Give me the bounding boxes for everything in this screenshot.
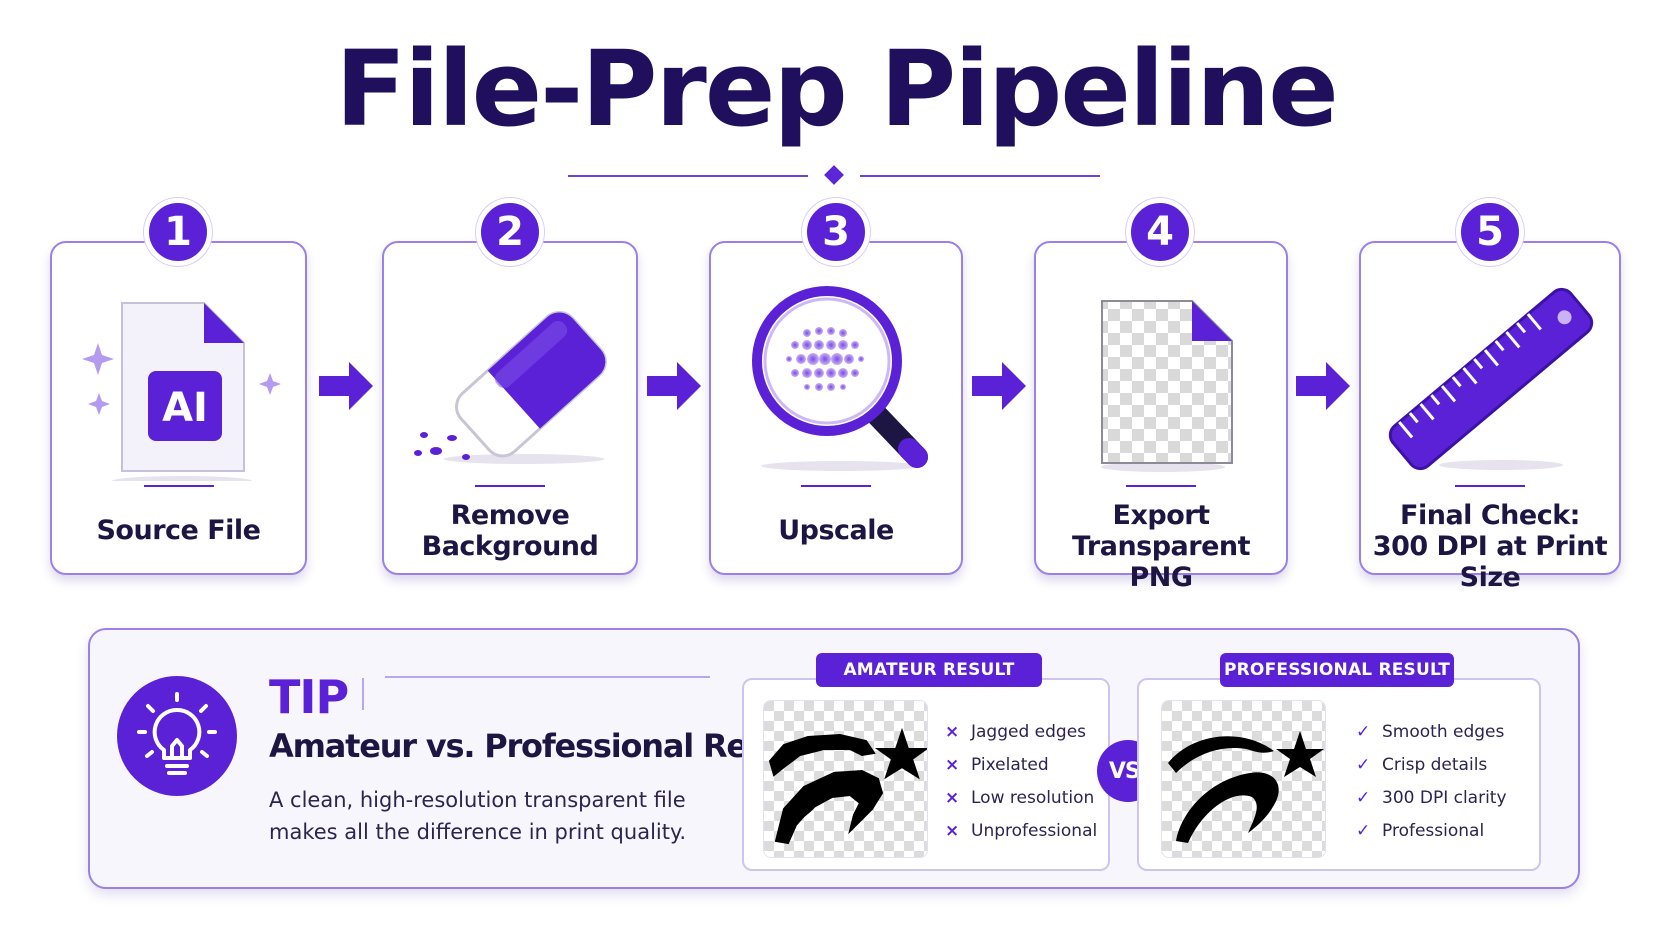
- step-rule: [475, 485, 545, 487]
- step-rule: [143, 485, 214, 487]
- ai-file-text: AI: [162, 385, 208, 431]
- step-card-export-transparent-png: Export Transparent PNG: [1034, 241, 1288, 593]
- amateur-feature-list: ×Jagged edges ×Pixelated ×Low resolution…: [945, 715, 1097, 847]
- step-label-source-file: Source File: [96, 515, 261, 546]
- x-mark-icon: ×: [945, 721, 960, 742]
- tip-divider: [362, 678, 364, 710]
- check-mark-icon: ✓: [1356, 787, 1371, 808]
- list-item: ×Pixelated: [945, 754, 1049, 775]
- list-item: ×Low resolution: [945, 787, 1095, 808]
- step-number-badge-4: 4: [1126, 198, 1194, 266]
- step-rule: [1126, 485, 1196, 487]
- step-card-source-file: AI Source File: [50, 241, 307, 575]
- step-number-badge-2: 2: [476, 198, 544, 266]
- arrow-right-icon: [647, 362, 701, 410]
- x-mark-icon: ×: [945, 754, 960, 775]
- list-item: ✓Crisp details: [1356, 754, 1488, 775]
- step-card-final-check: Final Check: 300 DPI at Print Size: [1359, 241, 1621, 593]
- tip-body: A clean, high-resolution transparent fil…: [269, 788, 687, 844]
- step-rule: [1455, 485, 1525, 487]
- step-card-remove-background: Remove Background: [382, 241, 638, 575]
- professional-feature-list: ✓Smooth edges ✓Crisp details ✓300 DPI cl…: [1356, 715, 1507, 847]
- magnifier-icon: [711, 261, 961, 511]
- step-label-export-transparent-png: Export Transparent PNG: [1071, 500, 1251, 593]
- step-card-upscale: Upscale: [709, 241, 963, 575]
- lightbulb-icon: [117, 676, 237, 796]
- step-label-final-check: Final Check: 300 DPI at Print Size: [1372, 500, 1608, 593]
- title-rule-right: [860, 175, 1100, 177]
- list-item: ×Jagged edges: [945, 721, 1087, 742]
- x-mark-icon: ×: [945, 820, 960, 841]
- professional-result-tag: PROFESSIONAL RESULT: [1220, 653, 1454, 687]
- check-mark-icon: ✓: [1356, 820, 1371, 841]
- step-rule: [801, 485, 871, 487]
- check-mark-icon: ✓: [1356, 721, 1371, 742]
- step-number-badge-3: 3: [802, 198, 870, 266]
- amateur-result-tag: AMATEUR RESULT: [816, 653, 1042, 687]
- ruler-icon: [1361, 261, 1619, 511]
- x-mark-icon: ×: [945, 787, 960, 808]
- arrow-right-icon: [319, 362, 373, 410]
- step-label-remove-background: Remove Background: [421, 500, 599, 562]
- step-label-upscale: Upscale: [778, 515, 894, 546]
- tip-rule: [385, 676, 710, 678]
- transparent-file-icon: [1036, 261, 1286, 511]
- step-number-badge-1: 1: [144, 198, 212, 266]
- tip-heading: Amateur vs. Professional Result: [269, 727, 811, 765]
- list-item: ×Unprofessional: [945, 820, 1098, 841]
- title-rule-left: [568, 175, 808, 177]
- list-item: ✓Smooth edges: [1356, 721, 1505, 742]
- page-title: File-Prep Pipeline: [335, 28, 1338, 150]
- title-diamond: [824, 165, 844, 185]
- amateur-logo-sample: [763, 700, 928, 858]
- arrow-right-icon: [1296, 362, 1350, 410]
- tip-label: TIP: [269, 670, 349, 724]
- step-number-badge-5: 5: [1456, 198, 1524, 266]
- professional-logo-sample: [1161, 700, 1326, 858]
- ai-file-icon: AI: [52, 261, 305, 511]
- check-mark-icon: ✓: [1356, 754, 1371, 775]
- list-item: ✓300 DPI clarity: [1356, 787, 1507, 808]
- list-item: ✓Professional: [1356, 820, 1485, 841]
- arrow-right-icon: [972, 362, 1026, 410]
- eraser-icon: [384, 261, 636, 511]
